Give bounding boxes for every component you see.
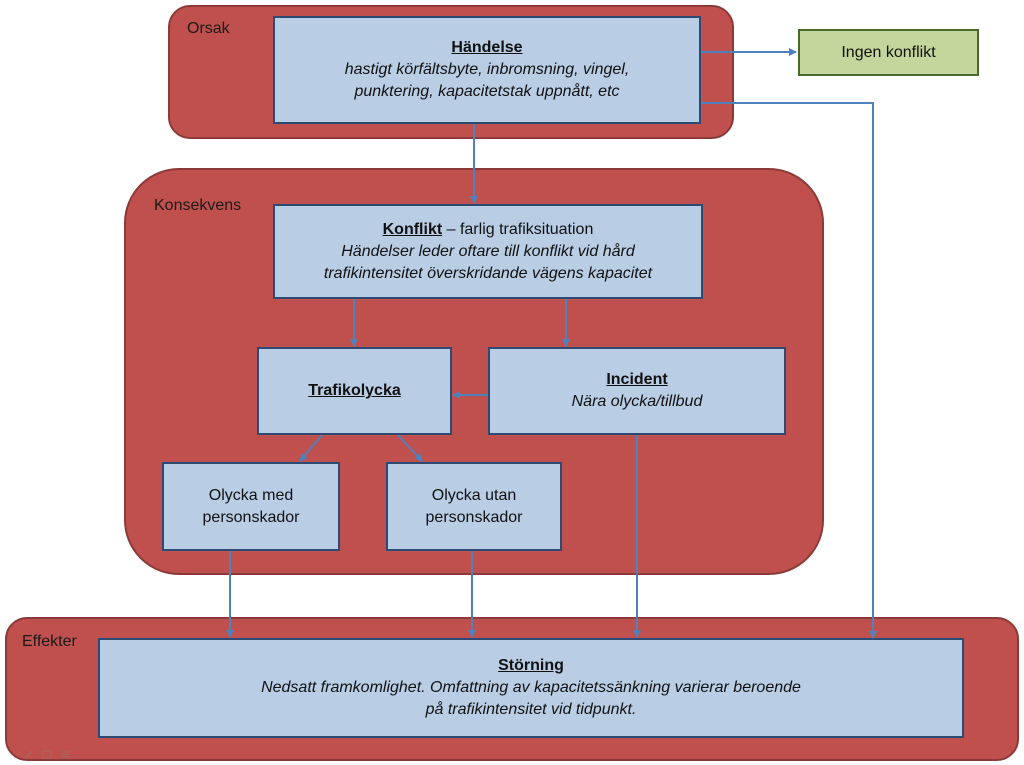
storning-box: Störning Nedsatt framkomlighet. Omfattni…	[98, 638, 964, 738]
region-orsak-label: Orsak	[187, 20, 230, 37]
menu-icon[interactable]	[60, 746, 70, 758]
olycka-med-line2: personskador	[202, 508, 300, 526]
trafikolycka-box: Trafikolycka	[257, 347, 452, 435]
ingen-konflikt-label: Ingen konflikt	[841, 43, 936, 61]
region-effekter-label: Effekter	[22, 633, 77, 650]
ingen-konflikt-box: Ingen konflikt	[798, 29, 979, 76]
olycka-med-line1: Olycka med	[208, 486, 294, 504]
pen-icon[interactable]	[24, 746, 34, 759]
incident-line1: Nära olycka/tillbud	[571, 393, 703, 410]
storning-line2: på trafikintensitet vid tidpunkt.	[425, 701, 637, 718]
slide-icon[interactable]	[42, 746, 52, 759]
konflikt-box: Konflikt – farlig trafiksituation Händel…	[273, 204, 703, 299]
incident-box: Incident Nära olycka/tillbud	[488, 347, 786, 435]
handelse-box: Händelse hastigt körfältsbyte, inbromsni…	[273, 16, 701, 124]
storning-line1: Nedsatt framkomlighet. Omfattning av kap…	[261, 679, 801, 696]
konflikt-heading: Konflikt – farlig trafiksituation	[383, 219, 594, 241]
trafikolycka-title: Trafikolycka	[308, 382, 401, 399]
konflikt-line1: Händelser leder oftare till konflikt vid…	[341, 242, 635, 260]
handelse-title: Händelse	[451, 39, 523, 56]
handelse-line2: punktering, kapacitetstak uppnått, etc	[354, 83, 620, 100]
olycka-utan-box: Olycka utan personskador	[386, 462, 562, 551]
konflikt-line2: trafikintensitet överskridande vägens ka…	[323, 264, 653, 282]
incident-title: Incident	[606, 371, 668, 388]
konflikt-title: Konflikt	[382, 220, 443, 238]
slide-toolbar	[24, 746, 70, 759]
region-konsekvens-label: Konsekvens	[154, 197, 242, 214]
olycka-med-box: Olycka med personskador	[162, 462, 340, 551]
olycka-utan-line2: personskador	[425, 508, 523, 526]
konflikt-suffix: – farlig trafiksituation	[442, 220, 594, 238]
olycka-utan-line1: Olycka utan	[431, 486, 517, 504]
handelse-line1: hastigt körfältsbyte, inbromsning, vinge…	[344, 61, 630, 78]
storning-title: Störning	[498, 657, 564, 674]
